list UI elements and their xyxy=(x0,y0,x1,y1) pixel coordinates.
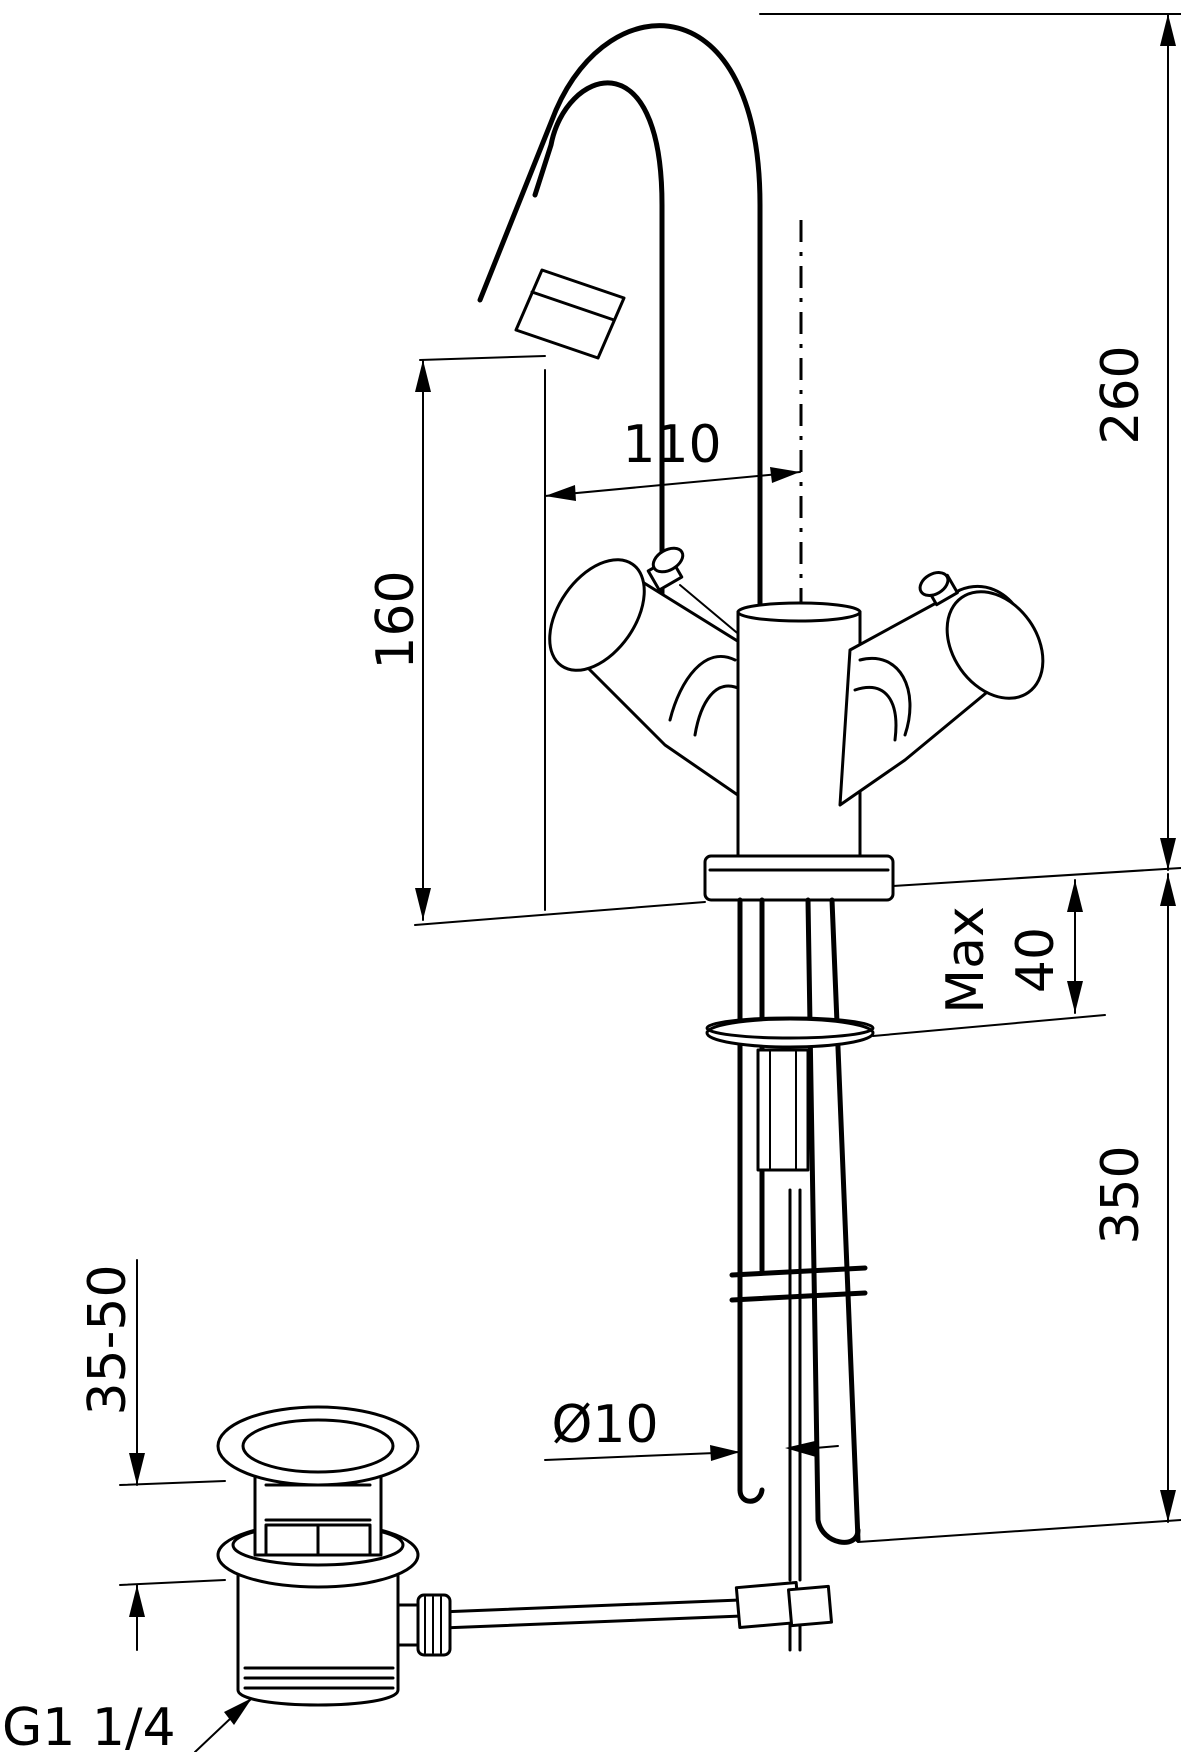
label-350: 350 xyxy=(1091,1145,1151,1244)
right-handle-indicator-knob xyxy=(918,571,959,607)
right-handle xyxy=(838,571,1045,807)
waste-side-outlet xyxy=(396,1593,452,1657)
dimension-diameter-10 xyxy=(544,1441,839,1461)
waste-plug xyxy=(216,1405,420,1487)
threaded-stud xyxy=(756,1048,810,1172)
left-handle-indicator-knob xyxy=(646,546,743,638)
mounting-washer xyxy=(705,1016,875,1049)
label-max: Max xyxy=(936,906,996,1014)
mixer-body xyxy=(548,546,1045,902)
dimension-110 xyxy=(544,467,801,501)
label-160: 160 xyxy=(366,570,426,669)
dimension-35-50 xyxy=(119,1259,226,1651)
dimension-350 xyxy=(857,873,1181,1543)
rod-clamp xyxy=(734,1580,833,1652)
dimension-max40 xyxy=(872,879,1106,1037)
valve-body xyxy=(736,601,862,870)
dimension-160 xyxy=(414,355,706,926)
label-260: 260 xyxy=(1091,345,1151,444)
popup-waste xyxy=(216,1405,833,1707)
label-diameter-10: Ø10 xyxy=(551,1395,658,1455)
waste-thread xyxy=(243,1666,395,1690)
label-40: 40 xyxy=(1006,927,1066,993)
label-110: 110 xyxy=(622,415,721,475)
base-flange xyxy=(703,854,895,902)
leader-g1-1-4 xyxy=(194,1698,252,1752)
label-g1-1-4: G1 1/4 xyxy=(2,1698,176,1752)
dimension-260 xyxy=(759,13,1181,887)
waste-cage xyxy=(253,1468,383,1557)
supply-hoses xyxy=(705,897,875,1582)
left-handle xyxy=(548,546,754,802)
label-35-50: 35-50 xyxy=(78,1264,138,1415)
spout-aerator xyxy=(514,268,626,360)
